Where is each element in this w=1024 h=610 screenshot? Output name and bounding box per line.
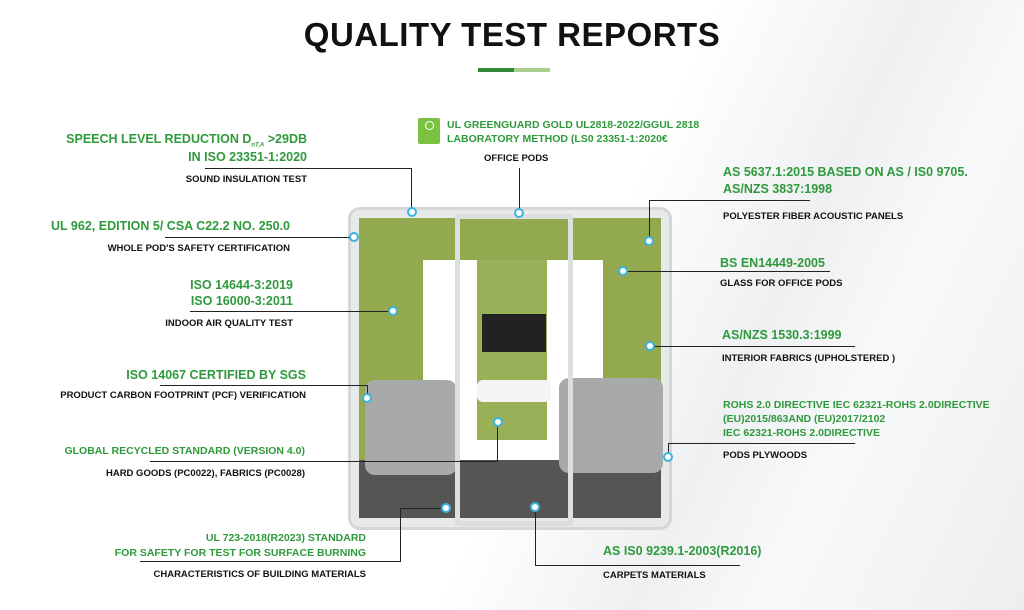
hotspot-office-pods[interactable] [514, 208, 524, 218]
panels-label: POLYESTER FIBER ACOUSTIC PANELS [723, 211, 904, 222]
plywood-label: PODS PLYWOODS [723, 450, 808, 461]
hotspot-safety[interactable] [349, 232, 359, 242]
hotspot-panels[interactable] [644, 236, 654, 246]
carbon-standard: ISO 14067 CERTIFIED BY SGS [126, 368, 306, 382]
fabrics-label: INTERIOR FABRICS (UPHOLSTERED ) [722, 353, 896, 364]
sound-standard-text: SPEECH LEVEL REDUCTION D [66, 132, 252, 146]
plywood-standard-1: ROHS 2.0 DIRECTIVE IEC 62321-ROHS 2.0DIR… [723, 399, 990, 411]
safety-label: WHOLE POD'S SAFETY CERTIFICATION [107, 243, 290, 254]
office-pod-illustration [348, 207, 672, 530]
plywood-standard-2: (EU)2015/863AND (EU)2017/2102 [723, 413, 886, 425]
panels-standard-2: AS/NZS 3837:1998 [723, 182, 833, 196]
title-underline-light [514, 68, 550, 72]
carpet-standard: AS IS0 9239.1-2003(R2016) [603, 544, 762, 558]
hotspot-carbon[interactable] [362, 393, 372, 403]
safety-standard: UL 962, EDITION 5/ CSA C22.2 NO. 250.0 [51, 219, 290, 233]
burning-standard-1: UL 723-2018(R2023) STANDARD [205, 532, 366, 544]
recycled-standard: GLOBAL RECYCLED STANDARD (VERSION 4.0) [64, 445, 305, 457]
air-label: INDOOR AIR QUALITY TEST [165, 318, 293, 329]
hotspot-sound[interactable] [407, 207, 417, 217]
burning-label: CHARACTERISTICS OF BUILDING MATERIALS [153, 569, 366, 580]
hotspot-glass[interactable] [618, 266, 628, 276]
air-standard-1: ISO 14644-3:2019 [190, 278, 293, 292]
office-pods-label: OFFICE PODS [484, 153, 549, 164]
greenguard-logo-icon [418, 118, 440, 144]
plywood-standard-3: IEC 62321-ROHS 2.0DIRECTIVE [723, 427, 880, 439]
hotspot-carpet[interactable] [530, 502, 540, 512]
sound-label: SOUND INSULATION TEST [185, 174, 307, 185]
hotspot-air[interactable] [388, 306, 398, 316]
panels-standard-1: AS 5637.1:2015 BASED ON AS / IS0 9705. [723, 165, 968, 179]
fabrics-standard: AS/NZS 1530.3:1999 [722, 328, 842, 342]
greenguard-standard-2: LABORATORY METHOD (LS0 23351-1:2020€ [447, 133, 668, 145]
glass-standard: BS EN14449-2005 [720, 256, 825, 270]
page-title: QUALITY TEST REPORTS [303, 16, 721, 53]
greenguard-standard-1: UL GREENGUARD GOLD UL2818-2022/GGUL 2818 [447, 119, 700, 131]
carbon-label: PRODUCT CARBON FOOTPRINT (PCF) VERIFICAT… [60, 390, 306, 401]
hotspot-plywood[interactable] [663, 452, 673, 462]
burning-standard-2: FOR SAFETY FOR TEST FOR SURFACE BURNING [114, 547, 366, 559]
carpet-label: CARPETS MATERIALS [603, 570, 706, 581]
sound-standard: SPEECH LEVEL REDUCTION DnT,A >29DB [66, 132, 307, 149]
sound-standard-2: IN ISO 23351-1:2020 [188, 150, 307, 164]
hotspot-fabrics[interactable] [645, 341, 655, 351]
sound-subscript: nT,A [251, 142, 265, 149]
sound-value: >29DB [267, 132, 307, 146]
glass-label: GLASS FOR OFFICE PODS [720, 278, 843, 289]
air-standard-2: ISO 16000-3:2011 [190, 294, 293, 308]
hotspot-burning[interactable] [441, 503, 451, 513]
hotspot-recycled[interactable] [493, 417, 503, 427]
recycled-label: HARD GOODS (PC0022), FABRICS (PC0028) [105, 468, 305, 479]
title-underline [478, 68, 514, 72]
